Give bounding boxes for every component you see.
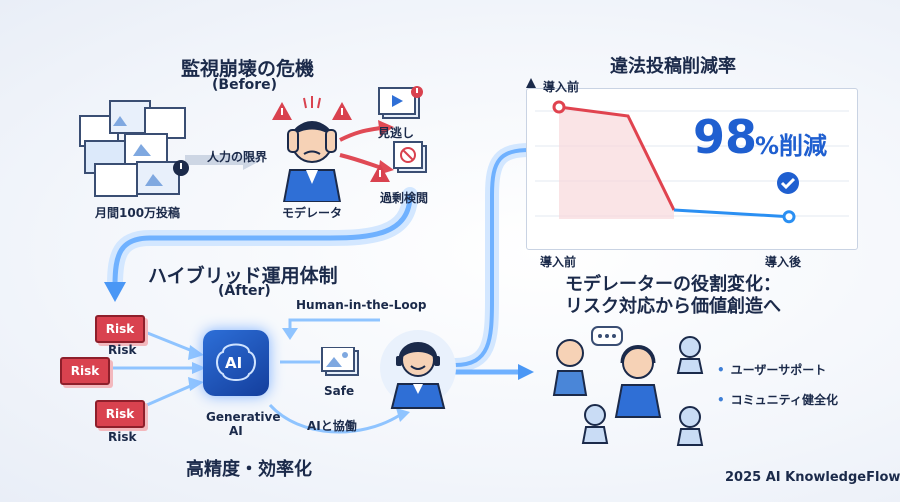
series-line-before: [558, 105, 676, 211]
generative-label: Generative: [206, 410, 281, 424]
risk-label: Risk: [108, 343, 137, 357]
roles-title-line1: モデレーターの役割変化：: [565, 274, 781, 295]
chart-panel: [526, 88, 858, 250]
over-inspection-label: 過剰検閲: [380, 191, 429, 205]
operator-headset-icon: [380, 330, 456, 409]
risk-badge: Risk: [60, 357, 110, 385]
risk-badge: Risk: [95, 315, 145, 343]
data-point-end: [782, 210, 796, 224]
blocked-post-icon: [370, 141, 427, 182]
team-icon: [552, 326, 704, 446]
safe-image-icon: [321, 347, 359, 376]
risk-badge: Risk: [95, 400, 145, 428]
reduction-chart: [535, 100, 849, 224]
before-title: 監視崩壊の危機: [181, 58, 315, 80]
ai-collab-label: AIと協働: [307, 419, 357, 433]
human-in-loop-label: Human-in-the-Loop: [296, 298, 427, 312]
stressed-moderator-icon: [272, 96, 352, 202]
footer-credit: 2025 AI KnowledgeFlow: [725, 470, 900, 485]
monthly-posts-label: 月間100万投稿: [95, 206, 181, 220]
checkmark-icon: [777, 172, 799, 194]
role-item: ユーザーサポート: [717, 361, 827, 378]
ai-label: AI: [229, 424, 243, 438]
overlooked-label: 見逃し: [378, 126, 415, 140]
moderator-label: モデレータ: [282, 206, 343, 220]
generative-ai-icon: AI: [203, 330, 269, 396]
roles-title-line2: リスク対応から価値創造へ: [565, 296, 781, 317]
x-tick-label: 導入後: [765, 255, 802, 269]
area-fill: [559, 107, 674, 219]
human-limit-label: 人力の限界: [207, 150, 268, 164]
x-tick-label: 導入前: [540, 255, 577, 269]
before-subtitle: (Before): [212, 77, 278, 93]
after-subtitle: (After): [218, 283, 271, 299]
chart-title: 違法投稿削減率: [610, 56, 736, 77]
role-item: コミュニティ健全化: [717, 391, 838, 408]
ai-logo-text: AI: [225, 354, 243, 372]
video-icon: [378, 86, 423, 119]
series-line-after: [673, 208, 790, 219]
efficiency-label: 高精度・効率化: [186, 459, 312, 480]
post-stack-icon: [79, 100, 189, 197]
risk-label: Risk: [108, 430, 137, 444]
y-axis-arrow: [526, 78, 536, 88]
reduction-suffix: %削減: [755, 132, 828, 160]
data-point-start: [552, 100, 566, 114]
y-axis-label: 導入前: [543, 80, 580, 94]
after-title: ハイブリッド運用体制: [148, 265, 338, 287]
reduction-number: 98: [693, 110, 758, 164]
safe-label: Safe: [324, 384, 355, 398]
